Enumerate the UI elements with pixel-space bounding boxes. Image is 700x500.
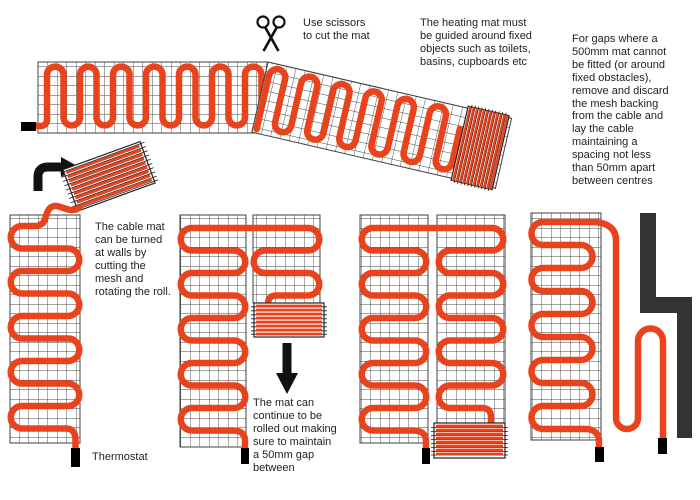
mat-4-connector (595, 447, 604, 462)
mat-vertical-1 (7, 202, 83, 467)
mat-pair-3 (358, 214, 508, 464)
mat-pair-2 (177, 214, 327, 464)
thermostat-connector (71, 448, 80, 467)
down-arrow-icon (276, 343, 298, 394)
mat-roll-2 (251, 302, 327, 338)
rolled-mat-end (450, 104, 510, 191)
scissors-note: Use scissors to cut the mat (303, 17, 370, 42)
loose-cable-connector (658, 438, 667, 454)
mat-vertical-4 (528, 212, 667, 462)
guide-note: The heating mat must be guided around fi… (420, 17, 532, 68)
mat-end-connector (21, 122, 36, 131)
heating-mat-angled (251, 61, 513, 191)
heating-mat-straight (21, 61, 269, 134)
mat-2-connector (241, 448, 249, 464)
scissors-icon (256, 15, 286, 52)
mat-3-connector (422, 448, 430, 464)
thermostat-label: Thermostat (92, 451, 148, 463)
continue-note: The mat can continue to be rolled out ma… (253, 397, 337, 474)
mat-roll-3 (431, 422, 508, 459)
gaps-note: For gaps where a 500mm mat cannot be fit… (572, 33, 669, 187)
turn-note: The cable mat can be turned at walls by … (95, 221, 171, 298)
rotated-mat-roll (59, 140, 159, 212)
wall-obstacle (640, 213, 692, 438)
